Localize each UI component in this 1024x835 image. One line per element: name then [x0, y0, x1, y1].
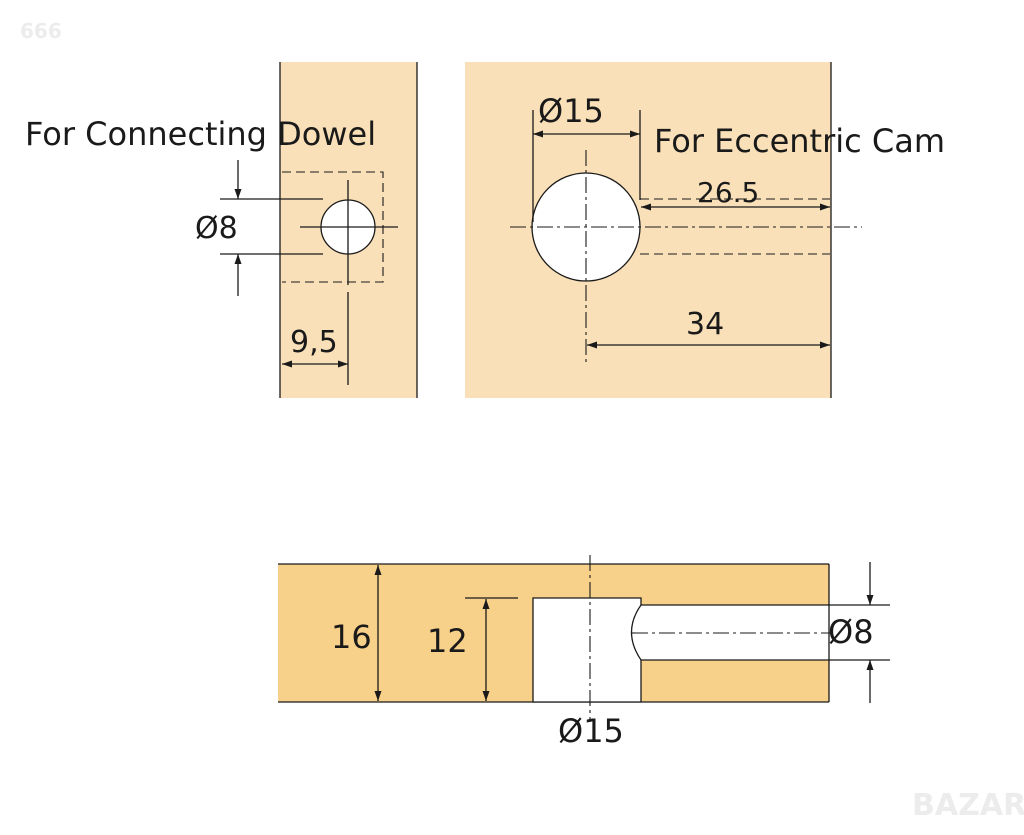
dowel-offset-label: 9,5: [290, 325, 338, 360]
dowel-title: For Connecting Dowel: [25, 115, 376, 153]
cam-panel: [465, 62, 862, 398]
cam-title: For Eccentric Cam: [654, 122, 945, 160]
cam-edge-distance-label: 34: [686, 307, 724, 342]
bore-diameter-label: Ø8: [828, 613, 874, 651]
dowel-diameter-label: Ø8: [195, 211, 238, 246]
section-view: [278, 555, 890, 722]
cam-bore-distance-label: 26.5: [697, 176, 759, 209]
watermark-bazar: BAZAR: [912, 788, 1024, 823]
watermark-top: 666: [20, 19, 62, 43]
dowel-panel: [220, 62, 418, 398]
cam-section-diameter-label: Ø15: [558, 712, 624, 750]
thickness-label: 16: [331, 618, 372, 656]
depth-label: 12: [427, 622, 468, 660]
cam-diameter-label: Ø15: [538, 92, 604, 130]
